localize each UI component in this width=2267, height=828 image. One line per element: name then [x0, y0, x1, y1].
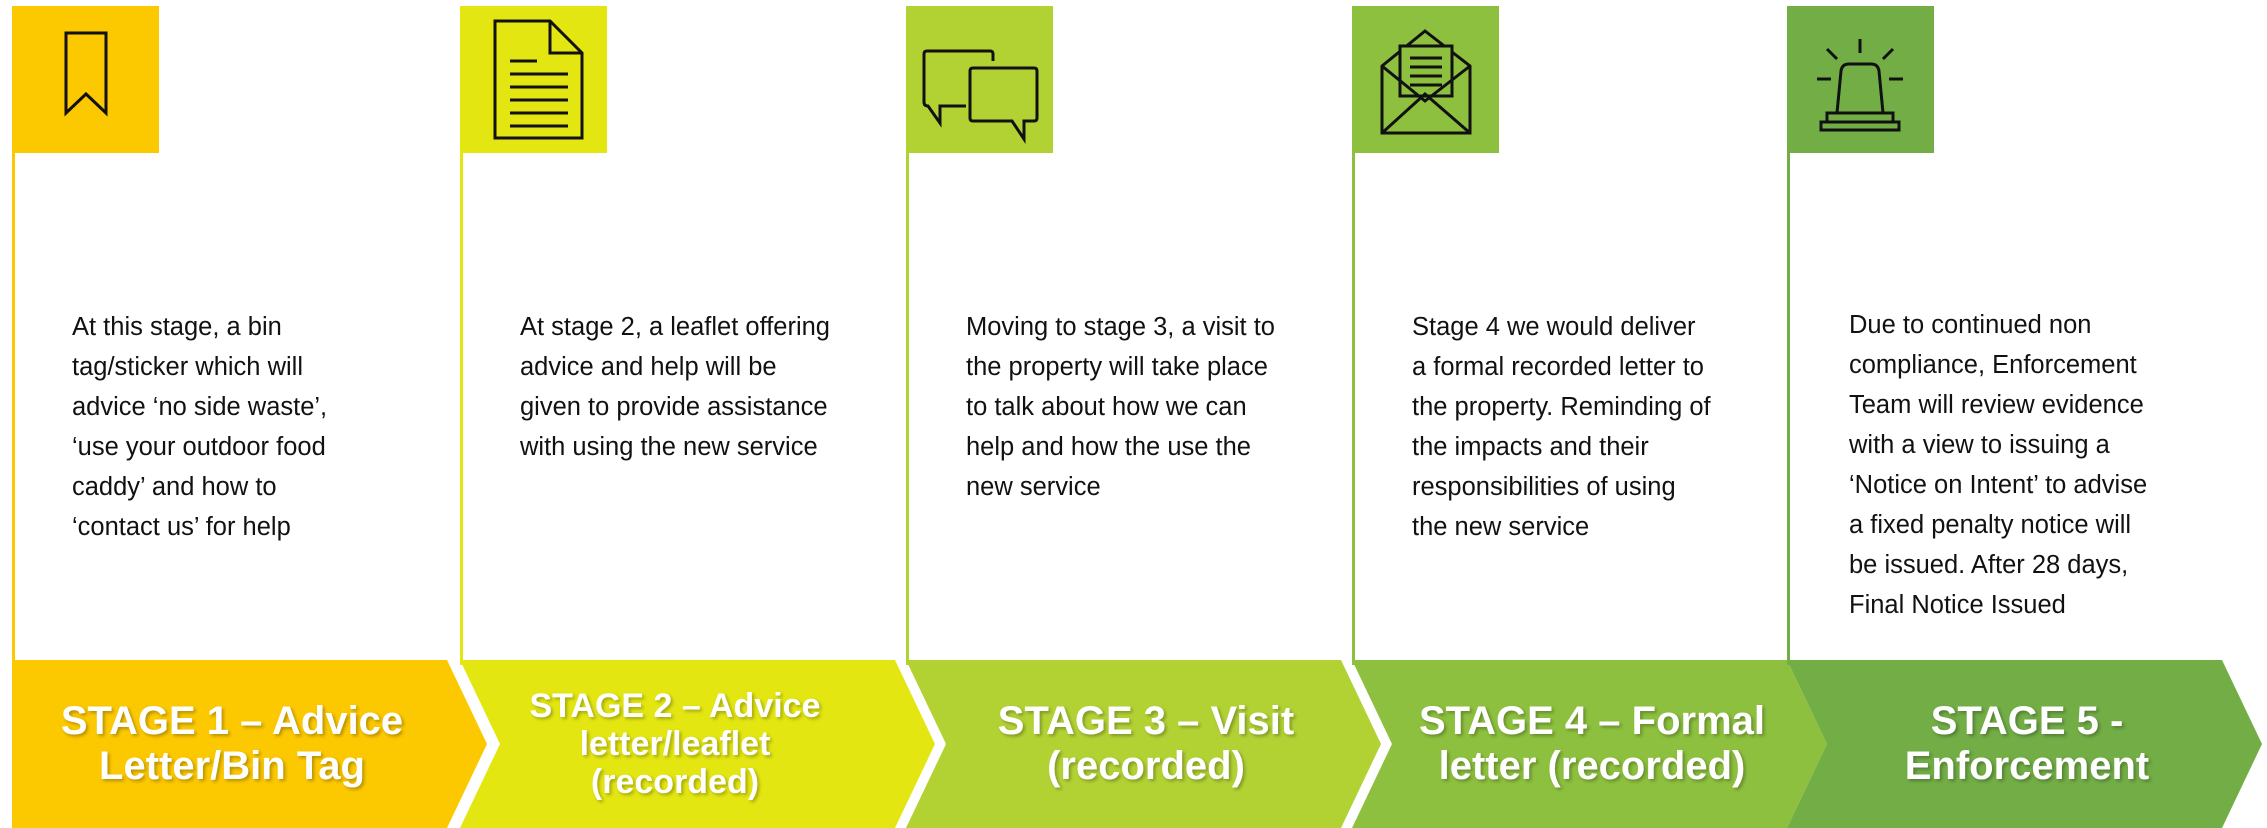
stage-3: Moving to stage 3, a visit to the proper… [906, 0, 1396, 828]
stage-5: Due to continued non compliance, Enforce… [1787, 0, 2267, 828]
stage-5-arrow [1787, 660, 2267, 828]
stage-4-line [1352, 150, 1355, 665]
bookmark-icon [64, 31, 108, 117]
stage-5-title: STAGE 5 - Enforcement [1904, 699, 2150, 788]
stage-3-arrow [906, 660, 1396, 828]
stage-1-title: STAGE 1 – Advice Letter/Bin Tag [60, 699, 404, 788]
stage-4-title: STAGE 4 – Formal letter (recorded) [1418, 699, 1765, 788]
stage-1-icon-box [12, 6, 159, 153]
stage-2-arrow [460, 660, 950, 828]
stage-2: At stage 2, a leaflet offering advice an… [460, 0, 950, 828]
stage-4-description: Stage 4 we would deliver a formal record… [1412, 313, 1711, 541]
stage-1-arrow [12, 660, 502, 828]
stage-3-title: STAGE 3 – Visit (recorded) [997, 699, 1295, 788]
stage-4-icon-box [1352, 6, 1499, 153]
stage-2-icon-box [460, 6, 607, 153]
stage-2-description: At stage 2, a leaflet offering advice an… [520, 313, 830, 461]
stage-2-title: STAGE 2 – Advice letter/leaflet (recorde… [529, 687, 821, 801]
stage-3-line [906, 150, 909, 665]
stage-5-line [1787, 150, 1790, 665]
speech-bubbles-icon [922, 49, 1039, 144]
siren-icon [1817, 39, 1903, 132]
stage-1-line [12, 150, 15, 665]
stage-5-description: Due to continued non compliance, Enforce… [1849, 311, 2148, 619]
stage-4-arrow [1352, 660, 1842, 828]
stage-3-description: Moving to stage 3, a visit to the proper… [966, 313, 1275, 501]
stage-1: At this stage, a bin tag/sticker which w… [12, 0, 502, 828]
document-icon [493, 19, 584, 140]
stage-2-line [460, 150, 463, 665]
stage-3-icon-box [906, 6, 1053, 153]
stage-1-description: At this stage, a bin tag/sticker which w… [72, 313, 328, 541]
stage-5-icon-box [1787, 6, 1934, 153]
open-envelope-icon [1380, 29, 1472, 135]
stage-4: Stage 4 we would deliver a formal record… [1352, 0, 1842, 828]
